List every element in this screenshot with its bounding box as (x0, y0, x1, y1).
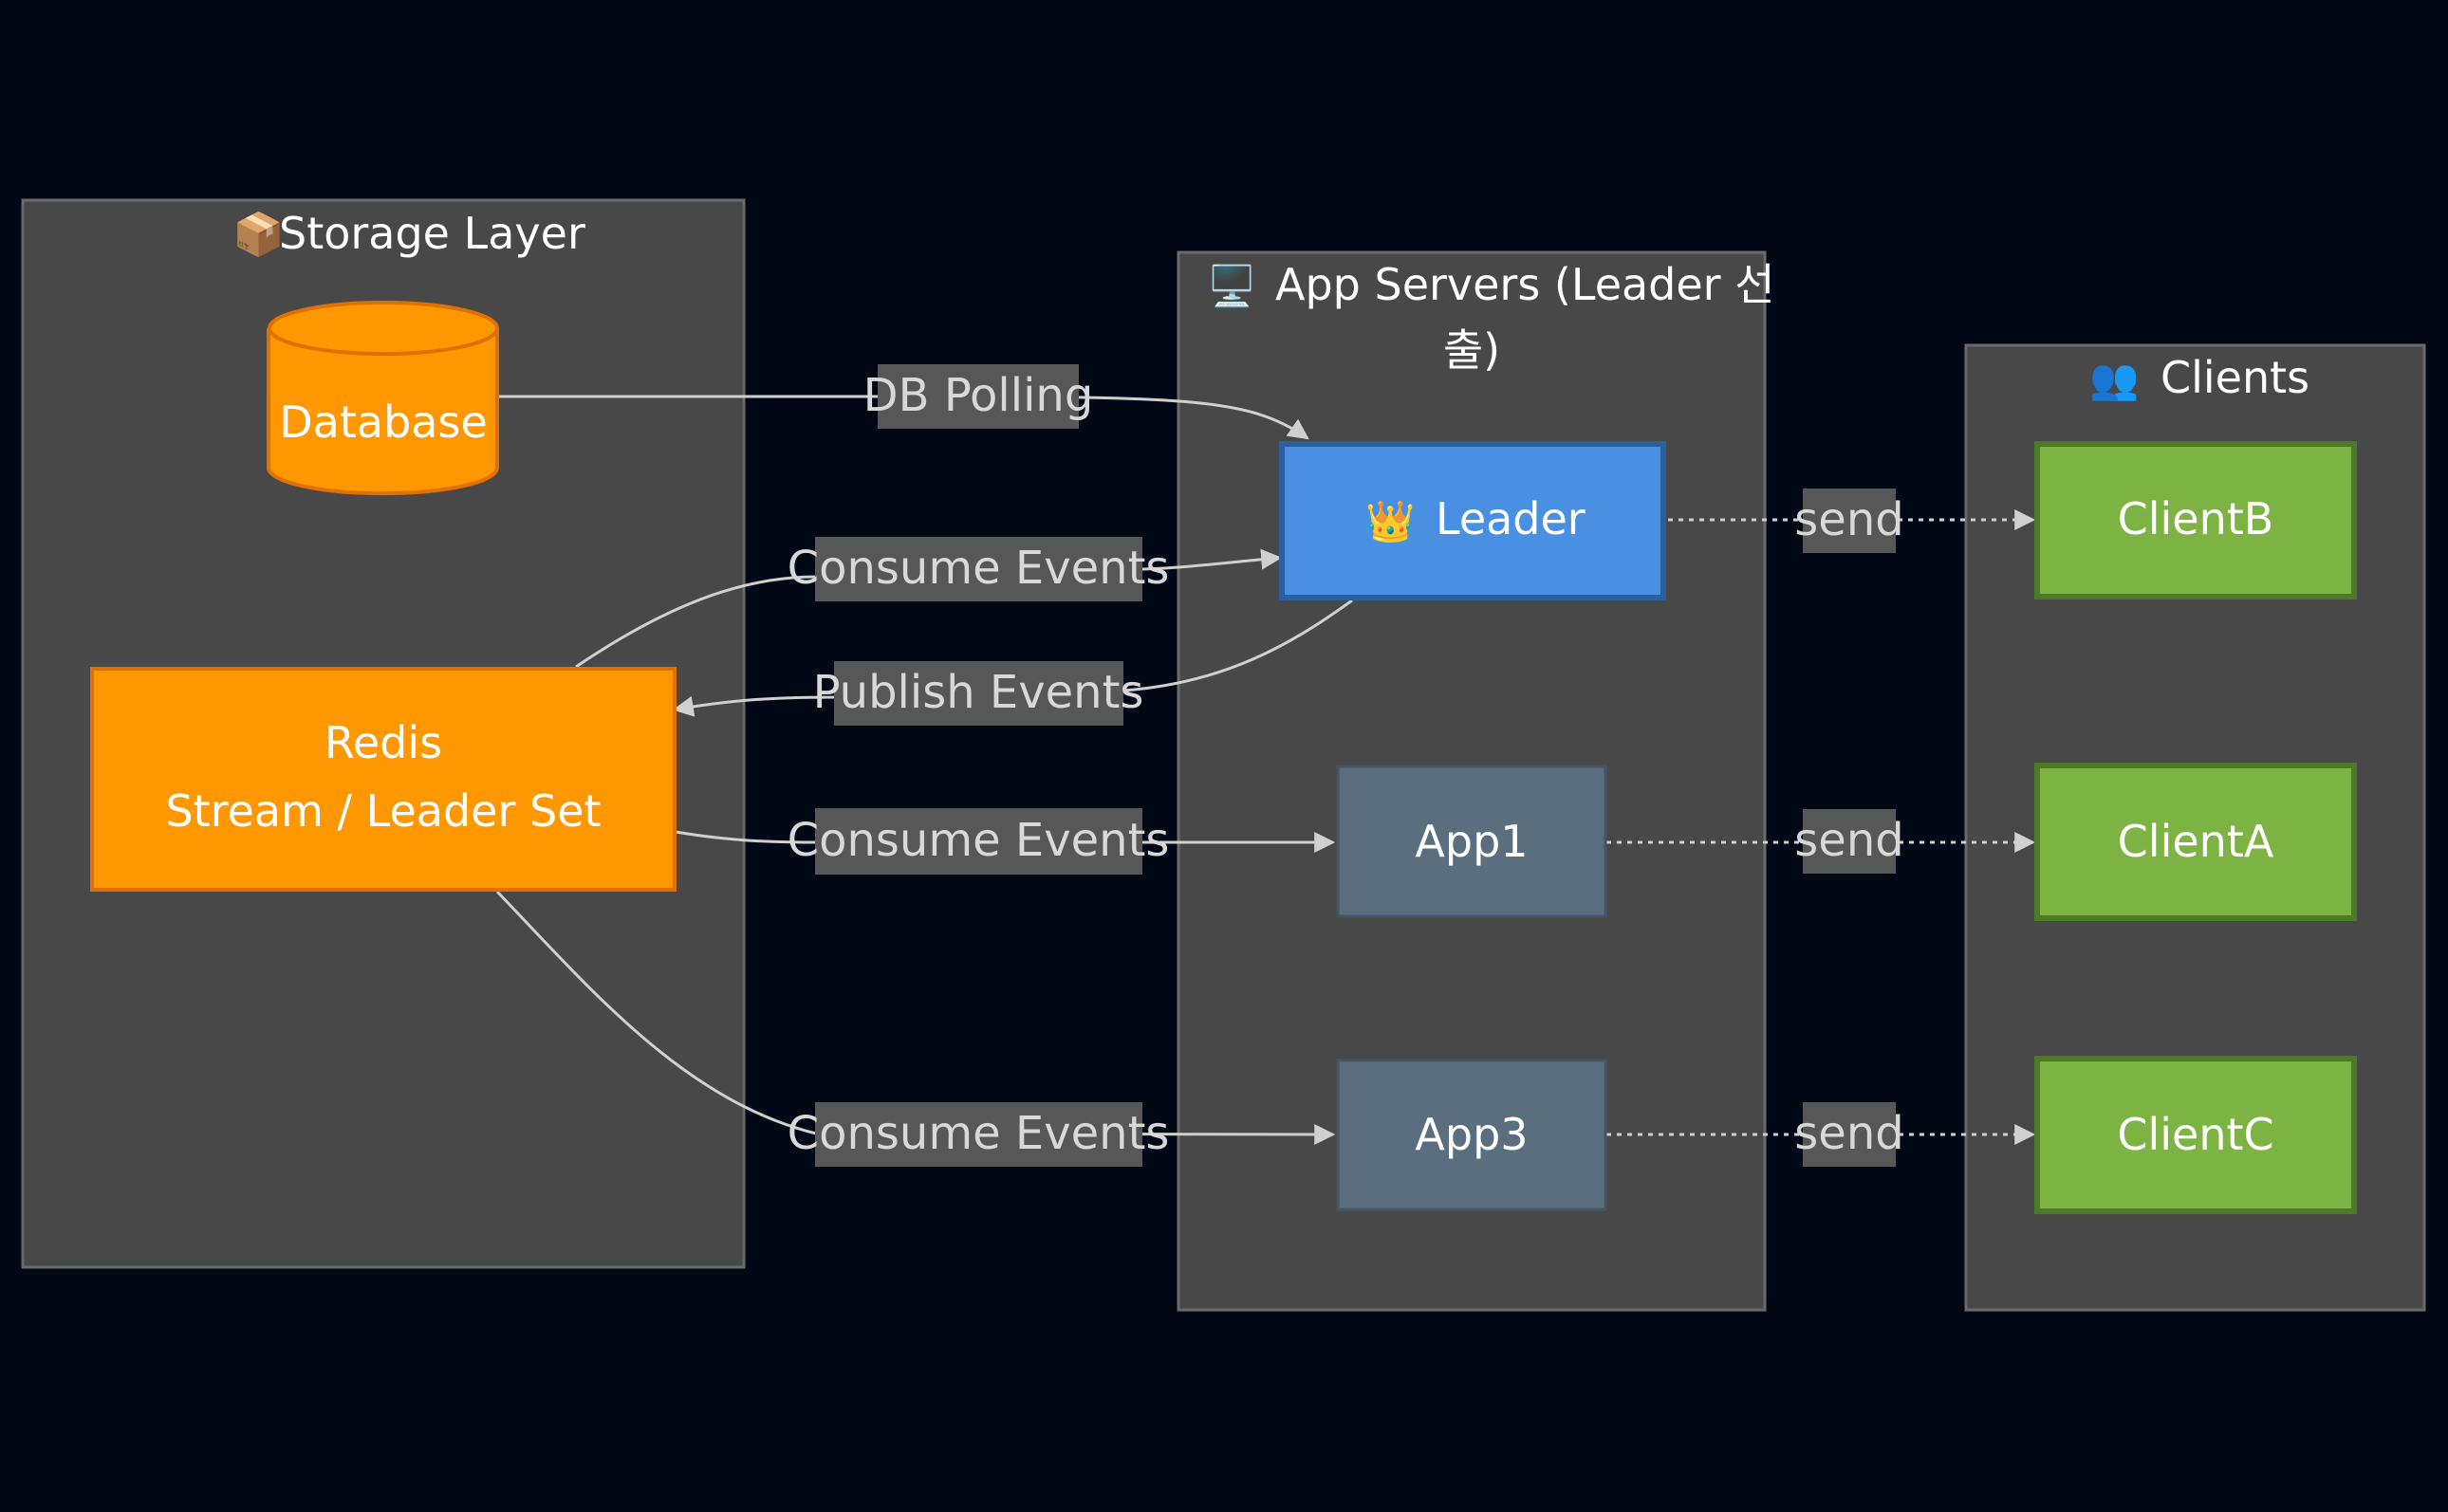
clients-title: Clients (2161, 352, 2309, 403)
svg-text:Consume Events: Consume Events (788, 814, 1170, 867)
app1-node[interactable]: App1 (1336, 765, 1607, 918)
edge-label-consume-app1: Consume Events (788, 808, 1170, 875)
redis-node[interactable]: Redis Stream / Leader Set (90, 667, 677, 892)
redis-subtitle: Stream / Leader Set (165, 785, 601, 837)
svg-text:send: send (1794, 1107, 1903, 1160)
client-b-node[interactable]: ClientB (2034, 441, 2357, 599)
client-a-label: ClientA (2118, 816, 2274, 867)
leader-label: Leader (1436, 493, 1586, 544)
app-servers-title: App Servers (Leader 선 (1275, 259, 1775, 310)
database-label: Database (279, 396, 488, 448)
svg-text:send: send (1794, 493, 1903, 546)
edge-consume-leader (575, 548, 1283, 669)
app3-node[interactable]: App3 (1336, 1059, 1607, 1211)
package-icon: 📦 (232, 211, 285, 258)
edge-label-send-a: send (1794, 809, 1904, 874)
svg-text:Consume Events: Consume Events (788, 1107, 1170, 1160)
svg-text:DB Polling: DB Polling (863, 369, 1094, 422)
svg-text:Publish Events: Publish Events (813, 666, 1144, 719)
crown-icon: 👑 (1365, 500, 1415, 544)
edge-labels: DB Polling Consume Events Publish Events… (788, 364, 1904, 1167)
edge-label-db-polling: DB Polling (863, 364, 1094, 429)
client-c-node[interactable]: ClientC (2034, 1056, 2357, 1214)
storage-layer-title: Storage Layer (279, 208, 585, 259)
client-b-label: ClientB (2118, 493, 2274, 544)
redis-label: Redis (325, 717, 442, 768)
client-a-node[interactable]: ClientA (2034, 763, 2357, 921)
edge-label-send-b: send (1794, 489, 1904, 553)
svg-text:send: send (1794, 814, 1903, 867)
edge-label-send-c: send (1794, 1102, 1904, 1167)
app-servers-title-continued: 출) (1443, 324, 1500, 376)
desktop-computer-icon: 🖥️ (1207, 263, 1256, 309)
edge-label-consume-leader: Consume Events (788, 537, 1170, 601)
leader-node[interactable]: 👑 Leader (1279, 441, 1666, 600)
edge-label-consume-app3: Consume Events (788, 1102, 1170, 1167)
edge-consume-app3 (495, 890, 1336, 1145)
edge-publish (672, 599, 1353, 717)
database-node[interactable]: Database (267, 301, 499, 496)
edge-label-publish: Publish Events (813, 661, 1144, 726)
app3-label: App3 (1415, 1109, 1528, 1160)
people-icon: 👥 (2089, 359, 2139, 402)
app1-label: App1 (1415, 816, 1528, 867)
client-c-label: ClientC (2117, 1109, 2273, 1160)
edge-consume-app1 (675, 830, 1336, 853)
svg-text:Consume Events: Consume Events (788, 542, 1170, 595)
